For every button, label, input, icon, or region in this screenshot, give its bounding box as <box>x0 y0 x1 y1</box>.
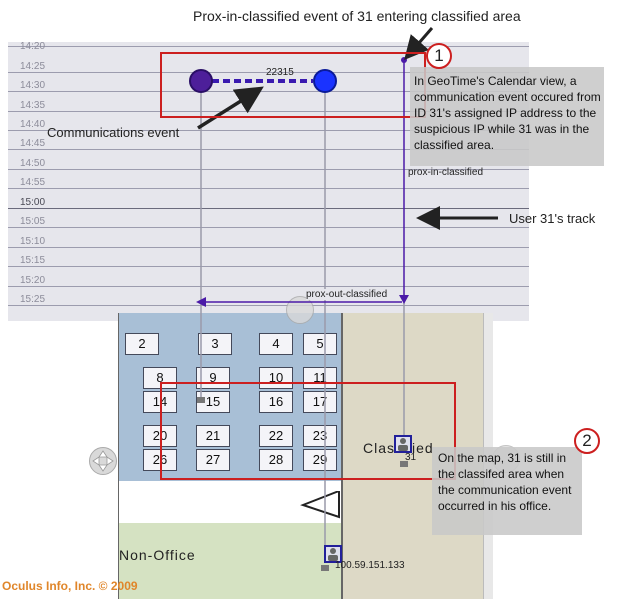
callout-map-view: On the map, 31 is still in the classifed… <box>432 447 582 535</box>
time-label: 14:30 <box>20 80 46 91</box>
room-17[interactable]: 17 <box>303 391 337 413</box>
room-3[interactable]: 3 <box>198 333 232 355</box>
room-15[interactable]: 15 <box>196 391 230 413</box>
time-label: 15:05 <box>20 216 46 227</box>
map-point-ip <box>321 565 329 571</box>
highlight-box-communication <box>160 52 426 118</box>
ip-address-label: 100.59.151.133 <box>335 560 405 571</box>
time-gridline <box>8 130 529 131</box>
hallway-door-shape <box>300 491 340 519</box>
event-node-source[interactable] <box>189 69 213 93</box>
room-22[interactable]: 22 <box>259 425 293 447</box>
time-gridline <box>8 305 529 306</box>
user-track-annotation: User 31's track <box>509 211 596 226</box>
time-gridline <box>8 247 529 248</box>
time-gridline <box>8 149 529 150</box>
time-gridline <box>8 169 529 170</box>
highlight-box-map <box>160 382 456 480</box>
room-2[interactable]: 2 <box>125 333 159 355</box>
callout-2-text: On the map, 31 is still in the classifed… <box>438 451 572 513</box>
time-label-major: 15:00 <box>20 197 46 208</box>
room-23[interactable]: 23 <box>303 425 337 447</box>
copyright-credit: Oculus Info, Inc. © 2009 <box>2 579 138 593</box>
prox-out-label: prox-out-classified <box>306 289 388 300</box>
time-label: 15:10 <box>20 236 46 247</box>
map-pan-left-control[interactable] <box>89 447 117 475</box>
user-31-label: 31 <box>405 452 417 463</box>
time-gridline <box>8 46 529 47</box>
time-label: 14:40 <box>20 119 46 130</box>
time-label: 15:25 <box>20 294 46 305</box>
prox-out-arrow <box>196 297 206 307</box>
time-gridline <box>8 266 529 267</box>
time-gridline <box>8 91 529 92</box>
step-badge-2: 2 <box>574 428 600 454</box>
room-16[interactable]: 16 <box>259 391 293 413</box>
person-icon <box>398 438 408 451</box>
time-gridline <box>8 72 529 73</box>
time-label: 15:15 <box>20 255 46 266</box>
time-gridline <box>8 188 529 189</box>
room-27[interactable]: 27 <box>196 449 230 471</box>
room-28[interactable]: 28 <box>259 449 293 471</box>
time-label: 14:35 <box>20 100 46 111</box>
ip-host-marker[interactable] <box>324 545 342 563</box>
map-pan-top-control[interactable] <box>286 296 314 324</box>
time-label: 14:45 <box>20 138 46 149</box>
time-gridline <box>8 286 529 287</box>
time-gridline <box>8 227 529 228</box>
non-office-label: Non-Office <box>119 547 196 563</box>
non-office-zone: Non-Office <box>119 523 341 599</box>
callout-calendar-view: In GeoTime's Calendar view, a communicat… <box>410 67 604 166</box>
room-21[interactable]: 21 <box>196 425 230 447</box>
communications-pointer-arrow <box>197 86 264 130</box>
track-end-arrow <box>399 295 409 304</box>
map-point-left <box>197 397 205 403</box>
room-4[interactable]: 4 <box>259 333 293 355</box>
time-label: 14:25 <box>20 61 46 72</box>
room-29[interactable]: 29 <box>303 449 337 471</box>
top-annotation: Prox-in-classified event of 31 entering … <box>193 8 521 24</box>
communications-event-annotation: Communications event <box>47 125 180 140</box>
person-icon <box>328 548 338 561</box>
time-label: 14:55 <box>20 177 46 188</box>
time-label: 14:20 <box>20 42 46 52</box>
hallway <box>119 481 341 523</box>
event-node-target[interactable] <box>313 69 337 93</box>
map-point-user31 <box>400 461 408 467</box>
time-gridline <box>8 111 529 112</box>
user-31-marker[interactable] <box>394 435 412 453</box>
prox-in-label: prox-in-classified <box>408 167 484 178</box>
callout-1-text: In GeoTime's Calendar view, a communicat… <box>414 74 601 152</box>
time-label: 14:50 <box>20 158 46 169</box>
prox-in-pointer-arrow <box>404 27 434 61</box>
time-gridline-major <box>8 208 529 209</box>
room-5[interactable]: 5 <box>303 333 337 355</box>
event-id-label: 22315 <box>266 67 294 78</box>
time-label: 15:20 <box>20 275 46 286</box>
pan-arrows-icon <box>92 450 114 472</box>
step-badge-1: 1 <box>426 43 452 69</box>
